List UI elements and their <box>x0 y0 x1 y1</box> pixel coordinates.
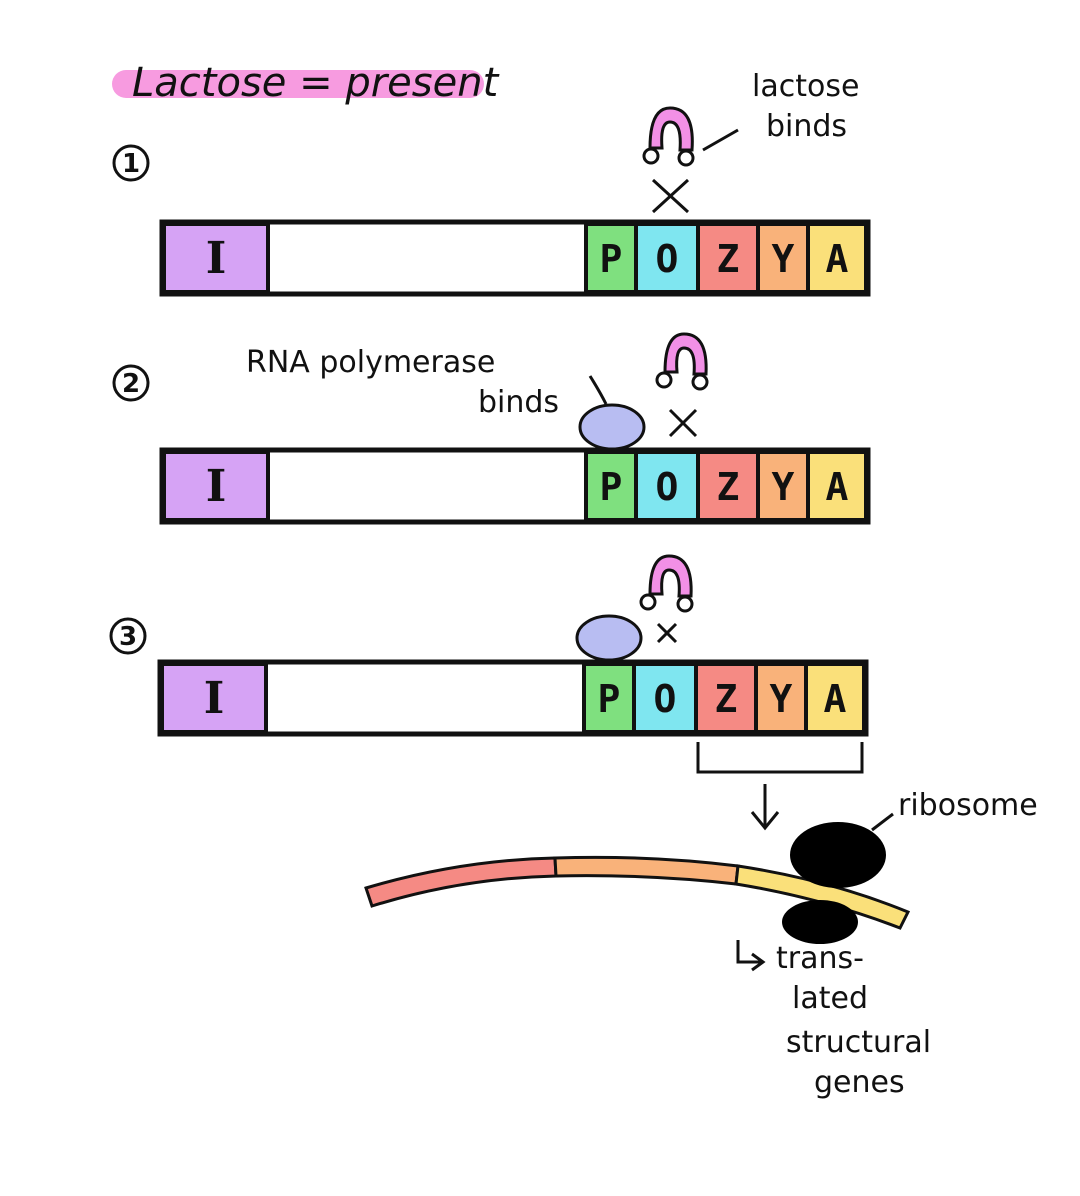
step-1-circle <box>112 144 150 182</box>
gene-p <box>582 662 636 734</box>
gene-z <box>694 662 758 734</box>
gene-i <box>162 450 270 522</box>
gene-o-label: O <box>656 465 679 509</box>
down-arrow-icon <box>750 784 780 831</box>
gene-i-label: I <box>206 461 227 512</box>
gene-o <box>634 450 700 522</box>
gene-a-label: A <box>826 465 849 509</box>
step-3-circle <box>109 617 147 655</box>
gene-y <box>754 662 808 734</box>
ribosome-small-subunit <box>782 900 858 944</box>
cross-mark <box>656 622 678 644</box>
gene-y <box>756 222 810 294</box>
pointer-line <box>871 812 894 832</box>
translated-label-3: structural <box>786 1025 931 1060</box>
gene-p <box>584 222 638 294</box>
pointer-line <box>588 375 608 405</box>
gene-a-label: A <box>826 237 849 281</box>
gene-p-label: P <box>598 677 621 721</box>
gene-i <box>162 222 270 294</box>
binds-label: binds <box>766 109 847 144</box>
step-1: 1 lactose binds I P O Z Y A <box>112 69 871 297</box>
operon-bar-1: I P O Z Y A <box>159 219 871 297</box>
cross-mark <box>668 408 698 438</box>
rna-polymerase-label: RNA polymerase <box>246 345 495 380</box>
return-arrow-icon <box>736 940 766 972</box>
pointer-line <box>702 128 739 152</box>
mrna-segment-y <box>553 855 740 886</box>
step-3-number: 3 <box>119 622 137 652</box>
ribosome-label: ribosome <box>898 788 1038 823</box>
gene-a-label: A <box>824 677 847 721</box>
gene-i <box>160 662 268 734</box>
gene-y-label: Y <box>772 237 795 281</box>
step-2-circle <box>112 364 150 402</box>
gene-p-label: P <box>600 237 623 281</box>
step-3: 3 I P O Z Y A <box>109 554 1038 1100</box>
rna-polymerase <box>578 403 646 451</box>
gene-a <box>806 222 868 294</box>
rna-polymerase <box>575 614 643 662</box>
mrna-strand <box>364 855 911 930</box>
step-2: 2 RNA polymerase binds I P O Z Y <box>112 332 871 525</box>
lactose-icon <box>639 554 694 613</box>
gene-y-label: Y <box>770 677 793 721</box>
lactose-icon <box>642 106 695 167</box>
title-highlight <box>112 70 484 98</box>
gene-p-label: P <box>600 465 623 509</box>
operon-bar-3: I P O Z Y A <box>157 659 869 737</box>
mrna-segment-a <box>734 864 911 930</box>
title-group: Lactose = present <box>112 60 500 106</box>
gene-y-label: Y <box>772 465 795 509</box>
step-2-number: 2 <box>122 369 140 399</box>
translated-label-4: genes <box>814 1065 905 1100</box>
gene-a <box>806 450 868 522</box>
gene-o-label: O <box>656 237 679 281</box>
gene-a <box>804 662 866 734</box>
lactose-icon <box>655 332 709 391</box>
gene-i-label: I <box>204 673 225 724</box>
ribosome <box>782 822 886 944</box>
gene-o <box>634 222 700 294</box>
page-title: Lactose = present <box>132 60 500 106</box>
gene-z-label: Z <box>715 677 738 721</box>
gene-i-label: I <box>206 233 227 284</box>
translated-label-2: lated <box>792 981 868 1016</box>
cross-mark <box>651 178 690 214</box>
rna-polymerase-binds-label: binds <box>478 385 559 420</box>
lactose-label: lactose <box>752 69 859 104</box>
structural-genes-bracket <box>696 742 864 774</box>
mrna-segment-z <box>364 856 558 908</box>
step-1-number: 1 <box>122 149 140 179</box>
translated-label-1: trans- <box>776 941 864 976</box>
gene-z-label: Z <box>717 237 740 281</box>
operon-bar-2: I P O Z Y A <box>159 447 871 525</box>
gene-z-label: Z <box>717 465 740 509</box>
ribosome-large-subunit <box>790 822 886 888</box>
gene-o-label: O <box>654 677 677 721</box>
